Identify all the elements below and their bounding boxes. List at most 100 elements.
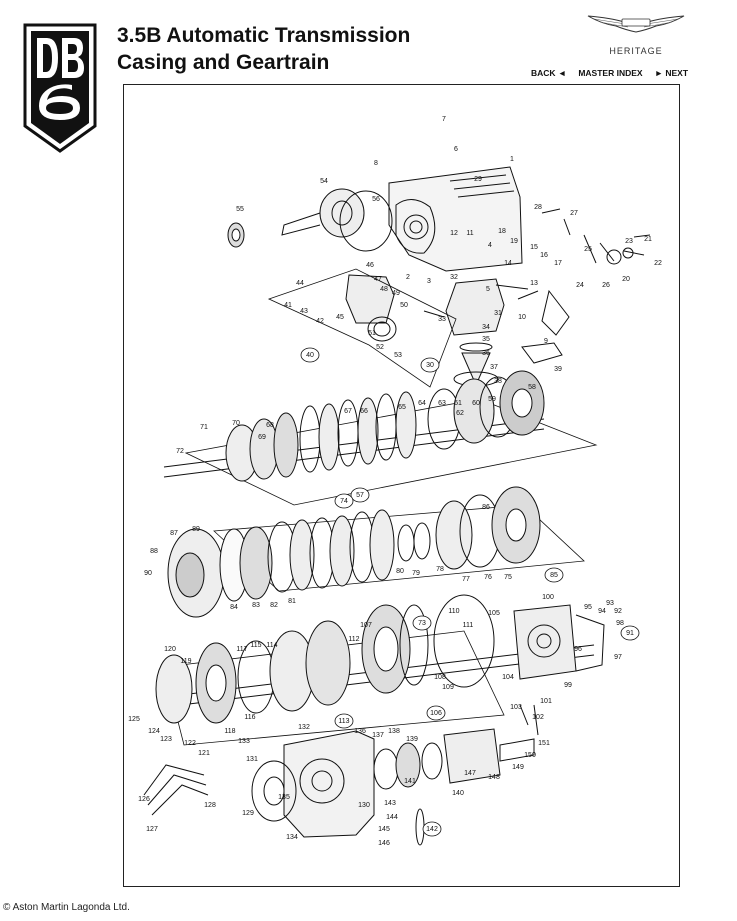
part-callout-23: 23 <box>625 238 633 245</box>
back-link[interactable]: BACK ◄ <box>531 68 567 78</box>
part-callout-84: 84 <box>230 604 238 611</box>
part-callout-65: 65 <box>398 404 406 411</box>
part-callout-53: 53 <box>394 352 402 359</box>
part-callout-52: 52 <box>376 344 384 351</box>
part-callout-1: 1 <box>510 156 514 163</box>
part-callout-137: 137 <box>372 732 384 739</box>
part-callout-22: 22 <box>654 260 662 267</box>
part-callout-30: 30 <box>426 362 434 369</box>
part-callout-103: 103 <box>510 704 522 711</box>
part-callout-115: 115 <box>250 642 261 649</box>
part-callout-151: 151 <box>538 740 550 747</box>
callout-circle-74 <box>334 493 354 509</box>
master-index-link[interactable]: MASTER INDEX <box>578 68 643 78</box>
part-callout-83: 83 <box>252 602 260 609</box>
part-callout-15: 15 <box>530 244 538 251</box>
part-callout-59: 59 <box>488 396 496 403</box>
part-callout-124: 124 <box>148 728 160 735</box>
part-callout-72: 72 <box>176 448 184 455</box>
part-callout-50: 50 <box>400 302 408 309</box>
part-callout-82: 82 <box>270 602 278 609</box>
part-callout-132: 132 <box>298 724 310 731</box>
part-callout-102: 102 <box>532 714 544 721</box>
part-callout-46: 46 <box>366 262 374 269</box>
part-callout-131: 131 <box>246 756 258 763</box>
part-callout-13: 13 <box>530 280 538 287</box>
part-callout-43: 43 <box>300 308 308 315</box>
part-callout-29: 29 <box>474 176 482 183</box>
part-callout-113: 113 <box>338 718 349 725</box>
callout-circle-113 <box>334 713 354 729</box>
part-callout-76: 76 <box>484 574 492 581</box>
transmission-exploded-diagram: 1234567891011121314151617181920212223242… <box>128 116 662 847</box>
part-callout-77: 77 <box>462 576 470 583</box>
part-callout-60: 60 <box>472 400 480 407</box>
part-callout-138: 138 <box>388 728 400 735</box>
part-callout-111: 111 <box>463 622 474 629</box>
part-callout-33: 33 <box>438 316 446 323</box>
part-callout-133: 133 <box>238 738 250 745</box>
part-callout-122: 122 <box>184 740 196 747</box>
part-callout-32: 32 <box>450 274 458 281</box>
db6-badge-logo <box>23 23 97 153</box>
part-callout-112: 112 <box>348 636 359 643</box>
part-callout-54: 54 <box>320 178 328 185</box>
part-callout-27: 27 <box>570 210 578 217</box>
part-callout-70: 70 <box>232 420 240 427</box>
part-callout-125: 125 <box>128 716 140 723</box>
part-callout-78: 78 <box>436 566 444 573</box>
part-callout-37: 37 <box>490 364 498 371</box>
part-callout-86: 86 <box>482 504 490 511</box>
part-callout-58: 58 <box>528 384 536 391</box>
part-callout-62: 62 <box>456 410 464 417</box>
part-callout-74: 74 <box>340 498 348 505</box>
part-callout-49: 49 <box>392 290 400 297</box>
part-callout-3: 3 <box>427 278 431 285</box>
part-callout-64: 64 <box>418 400 426 407</box>
part-callout-40: 40 <box>306 352 314 359</box>
part-callout-68: 68 <box>266 422 274 429</box>
part-callout-80: 80 <box>396 568 404 575</box>
callout-circle-30 <box>420 357 440 373</box>
part-callout-119: 119 <box>180 658 191 665</box>
part-callout-97: 97 <box>614 654 622 661</box>
part-callout-94: 94 <box>598 608 606 615</box>
part-callout-44: 44 <box>296 280 304 287</box>
part-callout-117: 117 <box>236 646 247 653</box>
part-callout-109: 109 <box>442 684 454 691</box>
callout-circle-40 <box>300 347 320 363</box>
part-callout-12: 12 <box>450 230 458 237</box>
part-callout-144: 144 <box>386 814 398 821</box>
part-callout-96: 96 <box>574 646 582 653</box>
part-callout-142: 142 <box>426 826 438 833</box>
part-callout-36: 36 <box>482 350 490 357</box>
part-callout-147: 147 <box>464 770 476 777</box>
part-callout-41: 41 <box>284 302 292 309</box>
part-callout-21: 21 <box>644 236 652 243</box>
part-callout-134: 134 <box>286 834 298 841</box>
title-line-1: 3.5B Automatic Transmission <box>117 24 411 47</box>
part-callout-135: 135 <box>278 794 290 801</box>
aston-martin-heritage-logo: HERITAGE <box>586 10 686 56</box>
page-title: 3.5B Automatic Transmission Casing and G… <box>117 22 410 76</box>
callout-circle-91 <box>620 625 640 641</box>
part-callout-20: 20 <box>622 276 630 283</box>
callout-circle-142 <box>422 821 442 837</box>
part-callout-24: 24 <box>576 282 584 289</box>
part-callout-141: 141 <box>404 778 416 785</box>
part-callout-85: 85 <box>550 572 558 579</box>
next-link[interactable]: ► NEXT <box>654 68 689 78</box>
part-callout-105: 105 <box>488 610 500 617</box>
part-callout-139: 139 <box>406 736 418 743</box>
part-callout-89: 89 <box>192 526 200 533</box>
part-callout-48: 48 <box>380 286 388 293</box>
page-navigation: BACK ◄ MASTER INDEX ► NEXT <box>531 68 688 78</box>
part-callout-51: 51 <box>368 330 376 337</box>
part-callout-107: 107 <box>360 622 372 629</box>
part-callout-35: 35 <box>482 336 490 343</box>
part-callout-140: 140 <box>452 790 464 797</box>
part-callout-126: 126 <box>138 796 150 803</box>
part-callout-114: 114 <box>266 642 277 649</box>
callout-circle-57 <box>350 487 370 503</box>
